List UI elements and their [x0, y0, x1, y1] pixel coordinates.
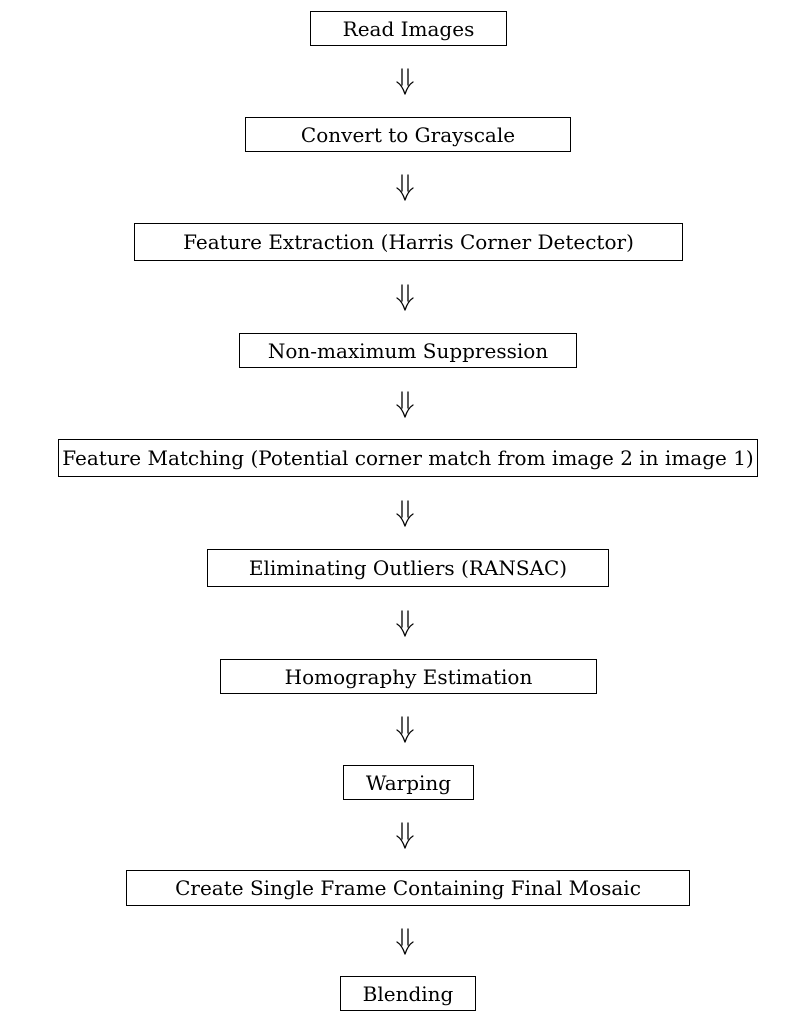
step-label: Non-maximum Suppression [267, 338, 549, 363]
step-blending: Blending [340, 976, 476, 1011]
step-eliminating-outliers: Eliminating Outliers (RANSAC) [207, 549, 609, 587]
step-non-maximum-suppression: Non-maximum Suppression [239, 333, 577, 368]
double-down-arrow-icon [393, 391, 417, 419]
step-label: Homography Estimation [284, 664, 533, 689]
double-down-arrow-icon [393, 284, 417, 312]
double-down-arrow-icon [393, 610, 417, 638]
step-label: Blending [362, 981, 454, 1006]
step-label: Convert to Grayscale [300, 122, 516, 147]
step-feature-extraction: Feature Extraction (Harris Corner Detect… [134, 223, 683, 261]
double-down-arrow-icon [393, 822, 417, 850]
step-warping: Warping [343, 765, 474, 800]
step-label: Feature Matching (Potential corner match… [62, 446, 754, 470]
double-down-arrow-icon [393, 928, 417, 956]
step-create-single-frame: Create Single Frame Containing Final Mos… [126, 870, 690, 906]
step-convert-to-grayscale: Convert to Grayscale [245, 117, 571, 152]
step-homography-estimation: Homography Estimation [220, 659, 597, 694]
step-label: Feature Extraction (Harris Corner Detect… [183, 230, 634, 254]
step-read-images: Read Images [310, 11, 507, 46]
double-down-arrow-icon [393, 500, 417, 528]
step-feature-matching: Feature Matching (Potential corner match… [58, 439, 758, 477]
step-label: Eliminating Outliers (RANSAC) [248, 556, 568, 580]
double-down-arrow-icon [393, 68, 417, 96]
double-down-arrow-icon [393, 716, 417, 744]
step-label: Create Single Frame Containing Final Mos… [175, 876, 641, 900]
step-label: Read Images [342, 16, 475, 41]
step-label: Warping [365, 770, 452, 795]
double-down-arrow-icon [393, 174, 417, 202]
